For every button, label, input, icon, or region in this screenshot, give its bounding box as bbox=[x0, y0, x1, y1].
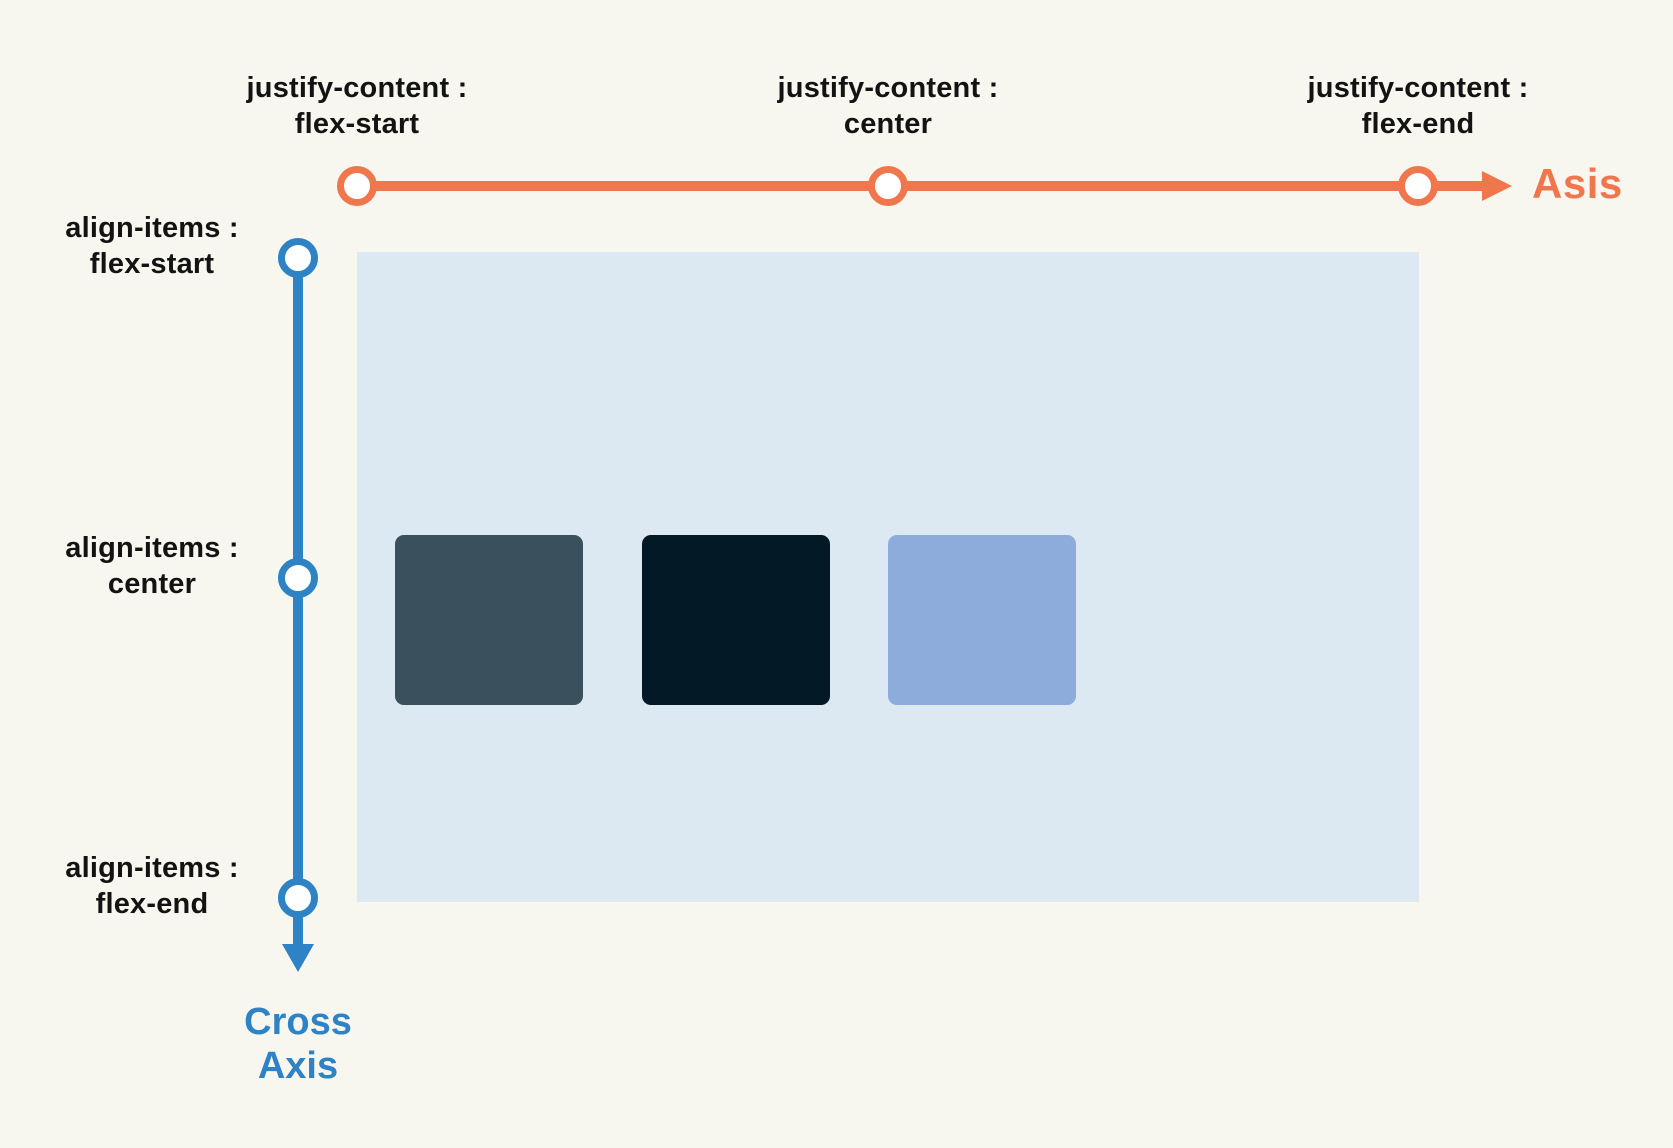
align-items-flex-start-label-line1: align-items : bbox=[65, 212, 239, 244]
main-axis-marker-center-icon bbox=[868, 166, 908, 206]
main-axis-title: Asis bbox=[1532, 160, 1623, 207]
cross-axis-title-line1: Cross bbox=[244, 1001, 352, 1043]
align-items-flex-start-label-line2: flex-start bbox=[89, 248, 215, 280]
justify-content-flex-start-label-line2: flex-start bbox=[294, 108, 420, 140]
justify-content-center-label-line2: center bbox=[843, 108, 933, 140]
flex-container bbox=[357, 252, 1419, 902]
justify-content-flex-start-label-line1: justify-content : bbox=[246, 72, 468, 104]
align-items-flex-end-label: align-items : flex-end bbox=[12, 850, 292, 922]
cross-axis-marker-center-icon bbox=[278, 558, 318, 598]
justify-content-center-label-line1: justify-content : bbox=[777, 72, 999, 104]
main-axis-marker-flex-end-icon bbox=[1398, 166, 1438, 206]
main-axis-marker-flex-start-icon bbox=[337, 166, 377, 206]
justify-content-flex-start-label: justify-content : flex-start bbox=[147, 70, 567, 142]
flex-item-1 bbox=[395, 535, 583, 705]
align-items-center-label-line1: align-items : bbox=[65, 532, 239, 564]
align-items-center-label-line2: center bbox=[107, 568, 197, 600]
main-axis-line bbox=[357, 181, 1482, 191]
cross-axis-marker-flex-end-icon bbox=[278, 878, 318, 918]
align-items-flex-end-label-line1: align-items : bbox=[65, 852, 239, 884]
align-items-flex-start-label: align-items : flex-start bbox=[12, 210, 292, 282]
justify-content-flex-end-label-line1: justify-content : bbox=[1307, 72, 1529, 104]
flex-item-3 bbox=[888, 535, 1076, 705]
align-items-center-label: align-items : center bbox=[12, 530, 292, 602]
flex-item-2 bbox=[642, 535, 830, 705]
justify-content-center-label: justify-content : center bbox=[678, 70, 1098, 142]
cross-axis-title: Cross Axis bbox=[198, 1000, 398, 1088]
cross-axis-marker-flex-start-icon bbox=[278, 238, 318, 278]
main-axis-arrowhead-icon bbox=[1482, 171, 1512, 201]
align-items-flex-end-label-line2: flex-end bbox=[95, 888, 209, 920]
justify-content-flex-end-label-line2: flex-end bbox=[1361, 108, 1475, 140]
cross-axis-title-line2: Axis bbox=[257, 1045, 339, 1087]
cross-axis-arrowhead-icon bbox=[282, 944, 314, 972]
cross-axis-line bbox=[293, 258, 303, 946]
justify-content-flex-end-label: justify-content : flex-end bbox=[1208, 70, 1628, 142]
